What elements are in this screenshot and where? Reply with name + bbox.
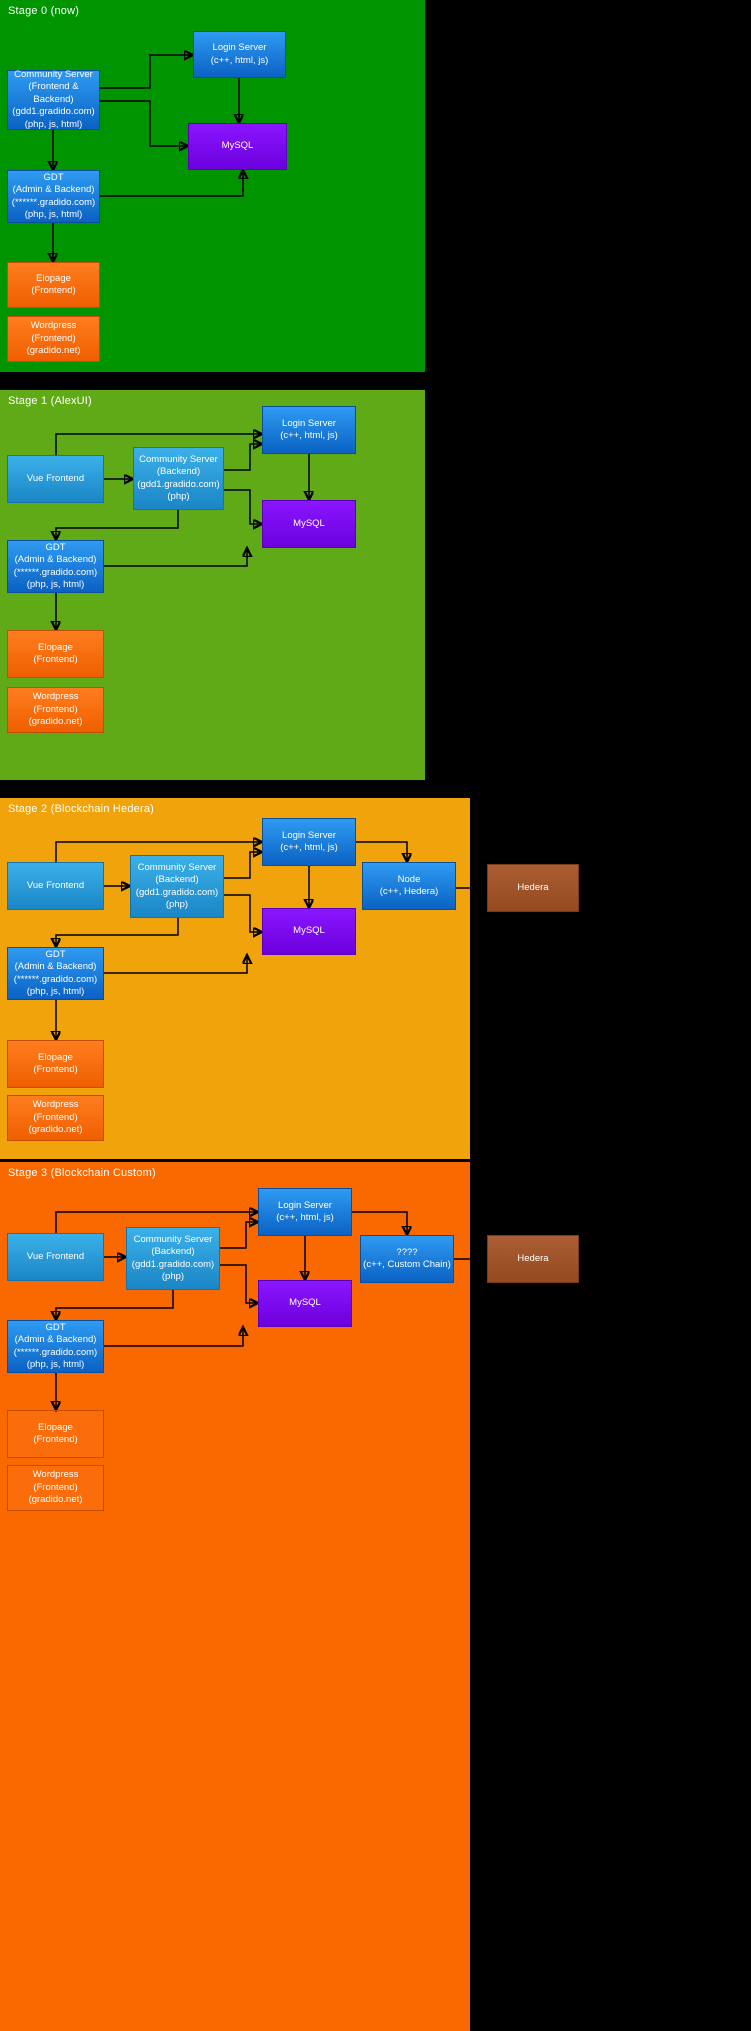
node-gdt-s2: GDT (Admin & Backend) (******.gradido.co… [7, 947, 104, 1000]
node-login-server-s1: Login Server (c++, html, js) [262, 406, 356, 454]
node-wordpress-s3: Wordpress (Frontend) (gradido.net) [7, 1465, 104, 1511]
node-login-server-s0: Login Server (c++, html, js) [193, 31, 286, 78]
stage-0-label: Stage 0 (now) [8, 5, 80, 17]
node-hedera-s3: Hedera [487, 1235, 579, 1283]
node-mysql-s2: MySQL [262, 908, 356, 955]
node-login-server-s2: Login Server (c++, html, js) [262, 818, 356, 866]
node-vue-frontend-s3: Vue Frontend [7, 1233, 104, 1281]
stage-2-label: Stage 2 (Blockchain Hedera) [8, 803, 155, 815]
node-community-server-s1: Community Server (Backend) (gdd1.gradido… [133, 447, 224, 510]
node-elopage-s2: Elopage (Frontend) [7, 1040, 104, 1088]
node-gdt-s1: GDT (Admin & Backend) (******.gradido.co… [7, 540, 104, 593]
node-mysql-s1: MySQL [262, 500, 356, 548]
stage-3-label: Stage 3 (Blockchain Custom) [8, 1167, 156, 1179]
stage-3-container: Stage 3 (Blockchain Custom) [0, 1162, 470, 2031]
node-mysql-s0: MySQL [188, 123, 287, 170]
node-vue-frontend-s2: Vue Frontend [7, 862, 104, 910]
node-elopage-s1: Elopage (Frontend) [7, 630, 104, 678]
node-community-server-s2: Community Server (Backend) (gdd1.gradido… [130, 855, 224, 918]
node-elopage-s0: Elopage (Frontend) [7, 262, 100, 308]
node-mysql-s3: MySQL [258, 1280, 352, 1327]
node-login-server-s3: Login Server (c++, html, js) [258, 1188, 352, 1236]
node-hedera-s2: Hedera [487, 864, 579, 912]
node-wordpress-s1: Wordpress (Frontend) (gradido.net) [7, 687, 104, 733]
node-gdt-s3: GDT (Admin & Backend) (******.gradido.co… [7, 1320, 104, 1373]
node-gdt-s0: GDT (Admin & Backend) (******.gradido.co… [7, 170, 100, 223]
node-hedera-node-s2: Node (c++, Hedera) [362, 862, 456, 910]
node-community-server-s3: Community Server (Backend) (gdd1.gradido… [126, 1227, 220, 1290]
node-vue-frontend-s1: Vue Frontend [7, 455, 104, 503]
node-custom-chain-s3: ???? (c++, Custom Chain) [360, 1235, 454, 1283]
stage-1-label: Stage 1 (AlexUI) [8, 395, 92, 407]
node-wordpress-s2: Wordpress (Frontend) (gradido.net) [7, 1095, 104, 1141]
node-community-server-s0: Community Server (Frontend & Backend) (g… [7, 69, 100, 130]
node-elopage-s3: Elopage (Frontend) [7, 1410, 104, 1458]
node-wordpress-s0: Wordpress (Frontend) (gradido.net) [7, 316, 100, 362]
